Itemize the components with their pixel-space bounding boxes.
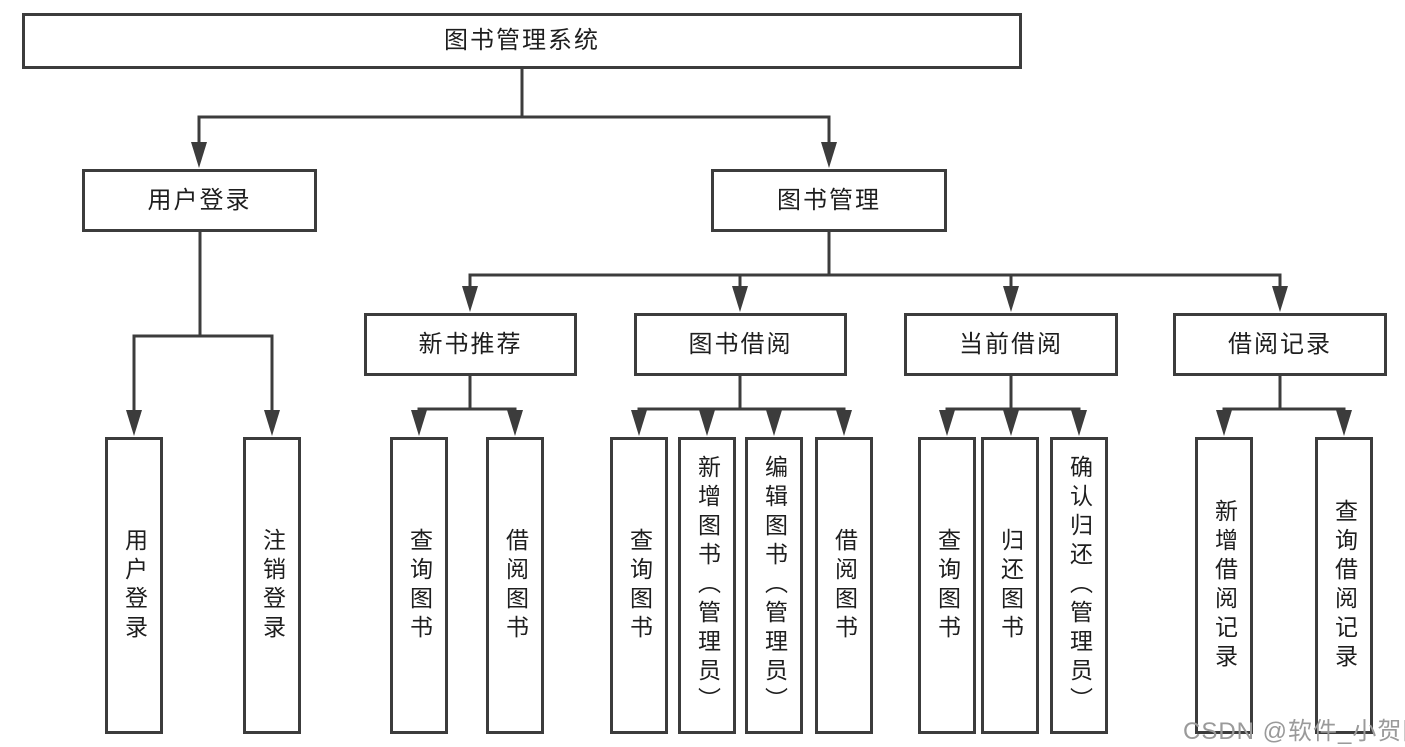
leaf-borrow-book: 借阅图书: [815, 437, 873, 734]
leaf-user-login: 用户登录: [105, 437, 163, 734]
leaf-label: 归还图书: [997, 527, 1024, 644]
node-label: 新书推荐: [418, 330, 523, 358]
csdn-watermark: CSDN @软件_小贺同学: [1183, 718, 1405, 745]
node-label: 当前借阅: [959, 330, 1063, 358]
arrow-down-icon: [821, 142, 837, 168]
arrow-down-icon: [1071, 410, 1087, 436]
node-borrow-records: 借阅记录: [1173, 313, 1387, 376]
leaf-label: 查询图书: [934, 527, 961, 644]
leaf-logout: 注销登录: [243, 437, 301, 734]
arrow-down-icon: [939, 410, 955, 436]
node-label: 图书管理: [777, 186, 881, 214]
arrow-down-icon: [462, 286, 478, 312]
arrow-down-icon: [126, 410, 142, 436]
arrow-down-icon: [191, 142, 207, 168]
arrow-down-icon: [507, 410, 523, 436]
leaf-query-book-borrow: 查询图书: [610, 437, 668, 734]
edge-root-to-level2: [197, 67, 831, 148]
leaf-label: 查询图书: [406, 527, 433, 644]
leaf-label: 注销登录: [259, 527, 286, 644]
edge-userlogin-to-leaves: [132, 230, 274, 416]
leaf-label: 借阅图书: [831, 527, 858, 644]
leaf-label: 新增借阅记录: [1211, 498, 1238, 673]
arrow-down-icon: [631, 410, 647, 436]
leaf-label: 用户登录: [121, 527, 148, 644]
leaf-query-book-recommend: 查询图书: [390, 437, 448, 734]
arrow-down-icon: [264, 410, 280, 436]
leaf-return-book: 归还图书: [981, 437, 1039, 734]
node-label: 用户登录: [147, 186, 252, 214]
leaf-add-borrow-record: 新增借阅记录: [1195, 437, 1253, 734]
arrow-down-icon: [732, 286, 748, 312]
arrow-down-icon: [1216, 410, 1232, 436]
leaf-label: 编辑图书（管理员）: [761, 455, 788, 716]
leaf-add-book-admin: 新增图书（管理员）: [678, 437, 736, 734]
leaf-label: 查询借阅记录: [1331, 498, 1358, 673]
edge-newbook-to-leaves: [417, 374, 517, 416]
leaf-confirm-return-admin: 确认归还（管理员）: [1050, 437, 1108, 734]
edge-currentborrow-to-leaves: [945, 374, 1081, 416]
arrow-down-icon: [411, 410, 427, 436]
arrow-down-icon: [1003, 286, 1019, 312]
edge-borrowrecords-to-leaves: [1222, 374, 1346, 416]
leaf-label: 查询图书: [626, 527, 653, 644]
node-library-management-system: 图书管理系统: [22, 13, 1022, 69]
leaf-borrow-book-recommend: 借阅图书: [486, 437, 544, 734]
node-label: 图书管理系统: [444, 27, 600, 54]
node-label: 图书借阅: [688, 330, 793, 358]
arrow-down-icon: [1003, 410, 1019, 436]
node-book-management: 图书管理: [711, 169, 947, 232]
edge-bookmgmt-to-level3: [468, 230, 1282, 292]
node-label: 借阅记录: [1228, 330, 1332, 358]
node-new-book-recommend: 新书推荐: [364, 313, 577, 376]
leaf-query-borrow-record: 查询借阅记录: [1315, 437, 1373, 734]
leaf-label: 借阅图书: [502, 527, 529, 644]
leaf-label: 确认归还（管理员）: [1066, 455, 1093, 716]
node-user-login: 用户登录: [82, 169, 317, 232]
leaf-label: 新增图书（管理员）: [694, 455, 721, 716]
arrow-down-icon: [1336, 410, 1352, 436]
arrow-down-icon: [699, 410, 715, 436]
leaf-edit-book-admin: 编辑图书（管理员）: [745, 437, 803, 734]
node-current-borrow: 当前借阅: [904, 313, 1118, 376]
arrow-down-icon: [836, 410, 852, 436]
edge-bookborrow-to-leaves: [637, 374, 846, 416]
node-book-borrow: 图书借阅: [634, 313, 847, 376]
arrow-down-icon: [1272, 286, 1288, 312]
arrow-down-icon: [766, 410, 782, 436]
leaf-query-book-current: 查询图书: [918, 437, 976, 734]
